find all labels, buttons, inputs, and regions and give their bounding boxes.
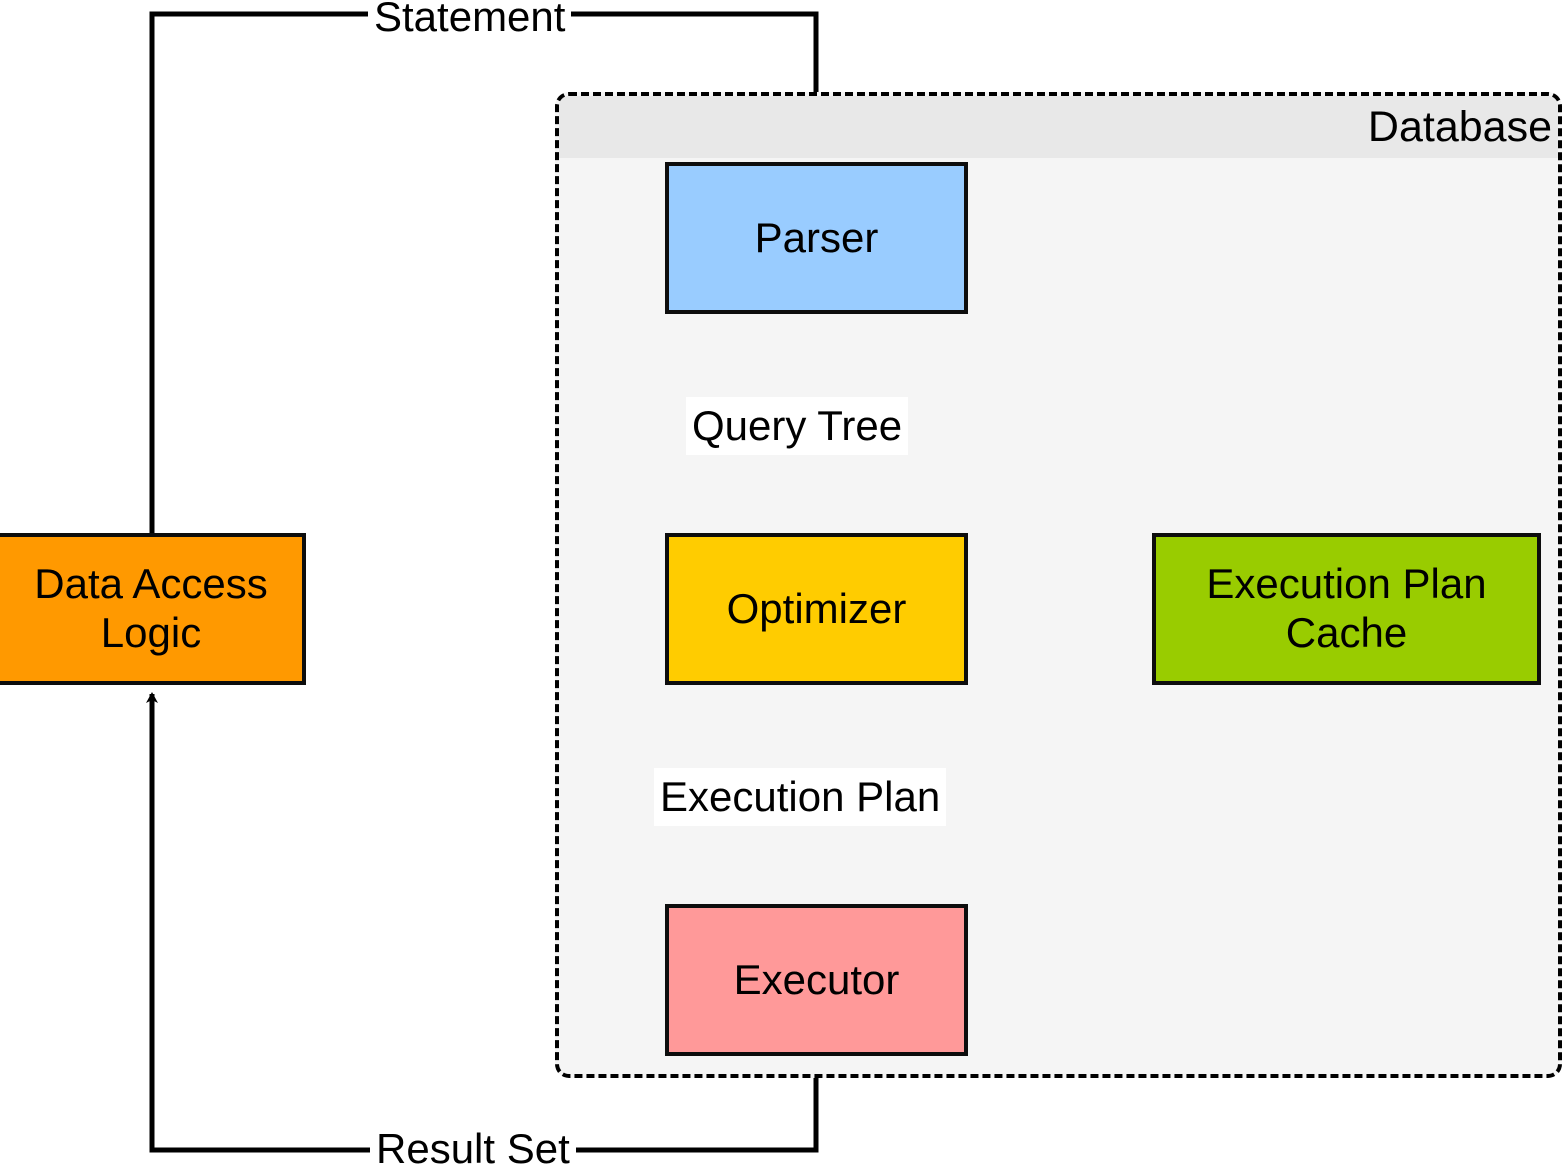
database-label: Database [1367,103,1552,151]
node-executor[interactable]: Executor [665,904,968,1056]
node-data-access-logic[interactable]: Data Access Logic [0,533,306,685]
edge-label-statement: Statement [368,0,572,46]
node-optimizer-label: Optimizer [726,584,907,632]
edge-label-result-set: Result Set [370,1120,576,1174]
node-data-access-logic-label: Data Access Logic [34,560,268,656]
node-execution-plan-cache[interactable]: Execution Plan Cache [1152,533,1541,685]
database-header-band [559,96,1558,158]
edge-label-query-tree: Query Tree [686,397,909,455]
node-optimizer[interactable]: Optimizer [665,533,968,685]
node-parser-label: Parser [754,213,879,261]
edge-label-execution-plan: Execution Plan [654,768,947,826]
node-parser[interactable]: Parser [665,162,968,314]
node-executor-label: Executor [733,955,900,1003]
node-execution-plan-cache-label: Execution Plan Cache [1206,560,1487,656]
